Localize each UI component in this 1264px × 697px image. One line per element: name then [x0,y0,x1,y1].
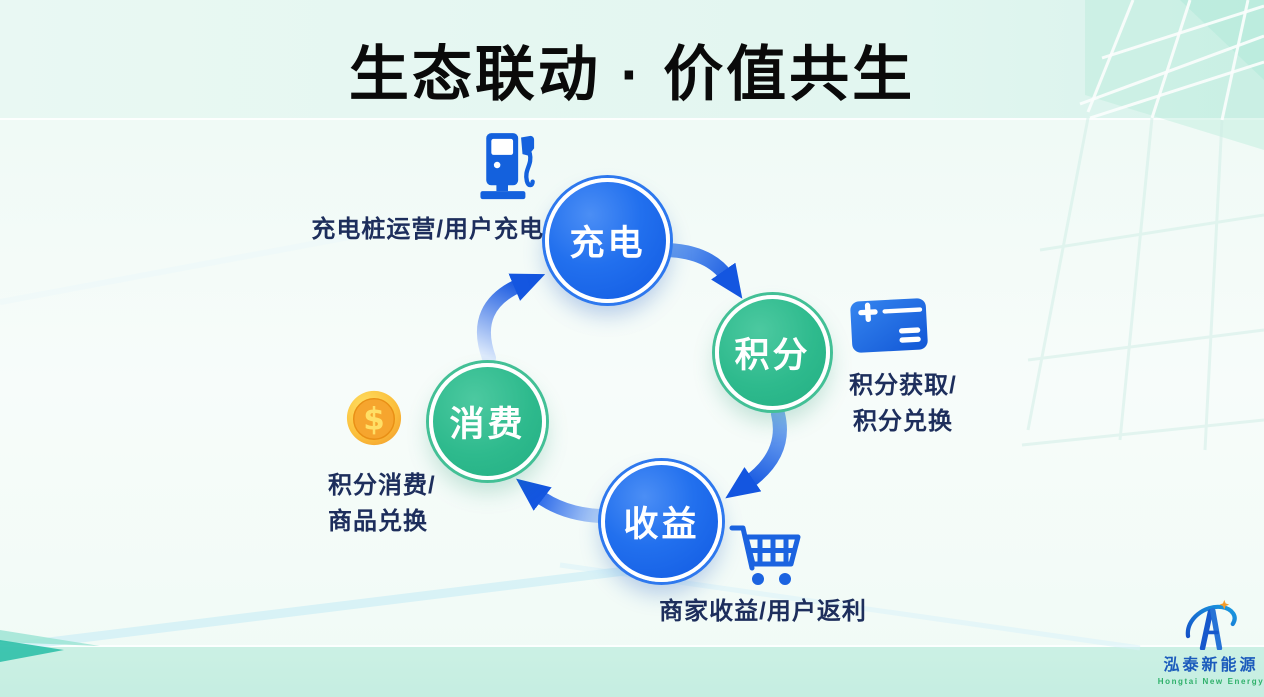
node-revenue-label: 收益 [623,505,700,544]
logo-mark-icon [1185,599,1237,650]
arrow-consumption-to-charging [476,273,546,365]
node-points: 积分 [715,295,830,410]
company-logo: 泓泰新能源 Hongtai New Energy [1156,598,1264,686]
logo-name-zh: 泓泰新能源 [1163,655,1259,674]
caption-consumption: 积分消费/ 商品兑换 [328,468,448,540]
points-card-icon [850,298,928,353]
page-title: 生态联动 · 价值共生 [348,41,916,108]
node-points-label: 积分 [734,336,811,375]
node-charging: 充电 [545,178,670,303]
glass-grid-strong [1079,0,1264,150]
caption-points-line1: 积分获取/ [849,372,957,399]
coin-icon: $ [346,390,402,446]
ev-charger-icon [480,133,535,200]
arrow-charging-to-points [661,243,743,299]
node-consumption-label: 消费 [449,405,526,444]
svg-text:$: $ [363,402,385,438]
caption-revenue: 商家收益/用户返利 [659,598,867,625]
arrow-revenue-to-consumption [516,478,607,523]
footer-band [0,645,1264,697]
header-band [0,0,1264,120]
shopping-cart-icon [729,525,801,585]
caption-points-line2: 积分兑换 [853,408,953,435]
glass-grid-faint [1021,117,1264,451]
logo-name-en: Hongtai New Energy [1157,677,1264,686]
node-consumption: 消费 [429,363,546,480]
node-charging-label: 充电 [569,224,646,263]
teal-accent-shape [0,630,100,662]
caption-charging: 充电桩运营/用户充电 [311,216,544,243]
caption-consumption-line2: 商品兑换 [328,508,428,535]
caption-consumption-line1: 积分消费/ [328,472,436,499]
arrow-points-to-revenue [725,407,787,499]
caption-points: 积分获取/ 积分兑换 [838,368,968,440]
node-revenue: 收益 [601,461,722,582]
